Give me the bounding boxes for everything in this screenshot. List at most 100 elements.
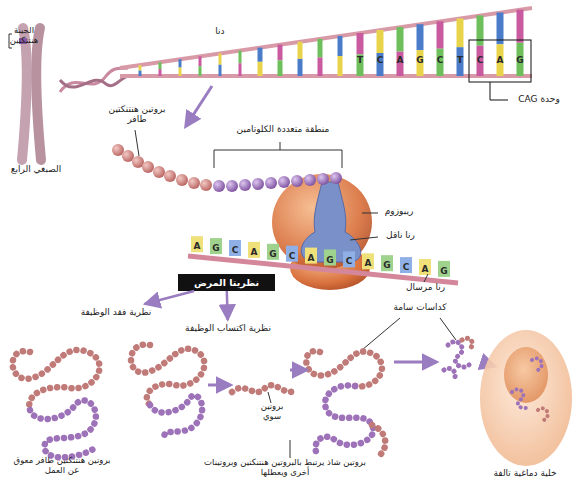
base xyxy=(278,45,283,61)
base xyxy=(219,65,222,76)
annotation-label: بروتين سوي xyxy=(252,402,292,422)
glutamine-bead xyxy=(304,174,316,186)
mrna-base-letter: A xyxy=(419,263,431,275)
annotation-label: رنا ناقل xyxy=(378,230,423,240)
amino-bead xyxy=(176,174,188,186)
mrna-base-letter: G xyxy=(267,248,279,260)
base-tile xyxy=(191,236,203,252)
base xyxy=(477,15,484,45)
annotation-label: بروتين شاذ يرتبط بالبروتين هنتنكتين وبرو… xyxy=(200,458,370,478)
base-tile xyxy=(267,244,279,260)
leader-line xyxy=(350,237,378,240)
process-arrows xyxy=(208,362,494,385)
base-tile xyxy=(229,240,241,256)
base xyxy=(258,62,263,76)
protein-chain xyxy=(112,144,342,192)
process-arrow xyxy=(186,86,212,126)
mrna-base-letter: C xyxy=(286,250,298,262)
annotation-label: دنا xyxy=(205,26,235,36)
cell-body xyxy=(480,330,572,466)
glutamine-bead xyxy=(213,180,225,192)
chromatid xyxy=(22,28,27,160)
dna-base-letter: C xyxy=(474,54,486,66)
leader-line xyxy=(135,130,139,156)
leader-line xyxy=(362,318,400,350)
connector-arrow xyxy=(145,291,195,304)
leader-line xyxy=(490,82,508,100)
theory-node: نظرية فقد الوظيفة xyxy=(68,304,164,319)
region-bracket xyxy=(214,142,342,168)
dna-base-letter: A xyxy=(394,54,406,66)
annotation-label: كداسات سامة xyxy=(385,302,455,312)
leader-line xyxy=(362,213,378,214)
glutamine-bead xyxy=(291,175,303,187)
base xyxy=(239,51,242,64)
base-tile xyxy=(381,255,393,271)
base xyxy=(318,57,323,76)
base xyxy=(417,24,424,50)
glutamine-bead xyxy=(278,176,290,188)
base xyxy=(457,18,464,47)
leader-line xyxy=(440,318,456,340)
base xyxy=(318,39,323,58)
amino-bead xyxy=(142,161,154,173)
annotation-label: الصبغي الرابع xyxy=(0,164,72,174)
tangle-purple xyxy=(150,395,202,440)
annotation-label: بروتين هنتنكتين طافر معوق عن العمل xyxy=(12,456,112,476)
base xyxy=(517,10,524,43)
glutamine-bead xyxy=(317,173,329,185)
base xyxy=(437,21,444,48)
helix-strand xyxy=(60,76,128,87)
base xyxy=(199,66,202,76)
base-tile xyxy=(286,246,298,262)
annotation-label: وحدة CAG xyxy=(508,94,570,104)
mrna-base-letter: A xyxy=(305,252,317,264)
dna-base-letter: G xyxy=(414,54,426,66)
base xyxy=(139,65,142,71)
base-tile xyxy=(324,250,336,266)
mrna-base-letter: A xyxy=(362,257,374,269)
base xyxy=(159,69,162,76)
base xyxy=(377,30,384,53)
amino-bead xyxy=(188,177,200,189)
base xyxy=(199,56,202,66)
dna-base-letter: C xyxy=(374,54,386,66)
mrna-base-letter: A xyxy=(191,240,203,252)
mrna-base-letter: G xyxy=(324,254,336,266)
dna-base-letter: T xyxy=(454,54,466,66)
base-tile xyxy=(438,261,450,277)
amino-bead xyxy=(122,150,134,162)
base xyxy=(258,48,263,62)
mrna-base-letter: G xyxy=(381,259,393,271)
base xyxy=(338,36,343,56)
mrna-base-letter: C xyxy=(400,261,412,273)
annotation-label: منطقة متعددة الكلوتامين xyxy=(228,124,338,134)
dna-base-letter: T xyxy=(354,54,366,66)
base-tile xyxy=(305,248,317,264)
leader-line xyxy=(424,274,428,282)
node-text: نظريتا المرض xyxy=(194,277,259,288)
node-text: نظرية فقد الوظيفة xyxy=(81,307,152,317)
mrna-base-letter: G xyxy=(210,242,222,254)
leader-line xyxy=(290,440,291,458)
dna-base-letter: A xyxy=(494,54,506,66)
node-text: نظرية اكتساب الوظيفة xyxy=(185,323,271,333)
base xyxy=(239,63,242,76)
glutamine-bead xyxy=(239,179,251,191)
base xyxy=(298,59,303,76)
dna-helix xyxy=(60,8,532,92)
dna-base-letter: C xyxy=(434,54,446,66)
tangle-purple xyxy=(30,400,96,457)
toxic-clump xyxy=(448,342,470,367)
ribosome-subunit xyxy=(272,174,372,270)
base xyxy=(219,53,222,64)
toxic-clump xyxy=(532,358,542,370)
base-tile xyxy=(248,242,260,258)
protein-tangles xyxy=(13,338,473,457)
process-arrow xyxy=(394,361,436,364)
glutamine-bead xyxy=(265,177,277,189)
amino-bead xyxy=(112,144,124,156)
toxic-clump xyxy=(538,408,548,420)
base-tile xyxy=(343,251,355,267)
